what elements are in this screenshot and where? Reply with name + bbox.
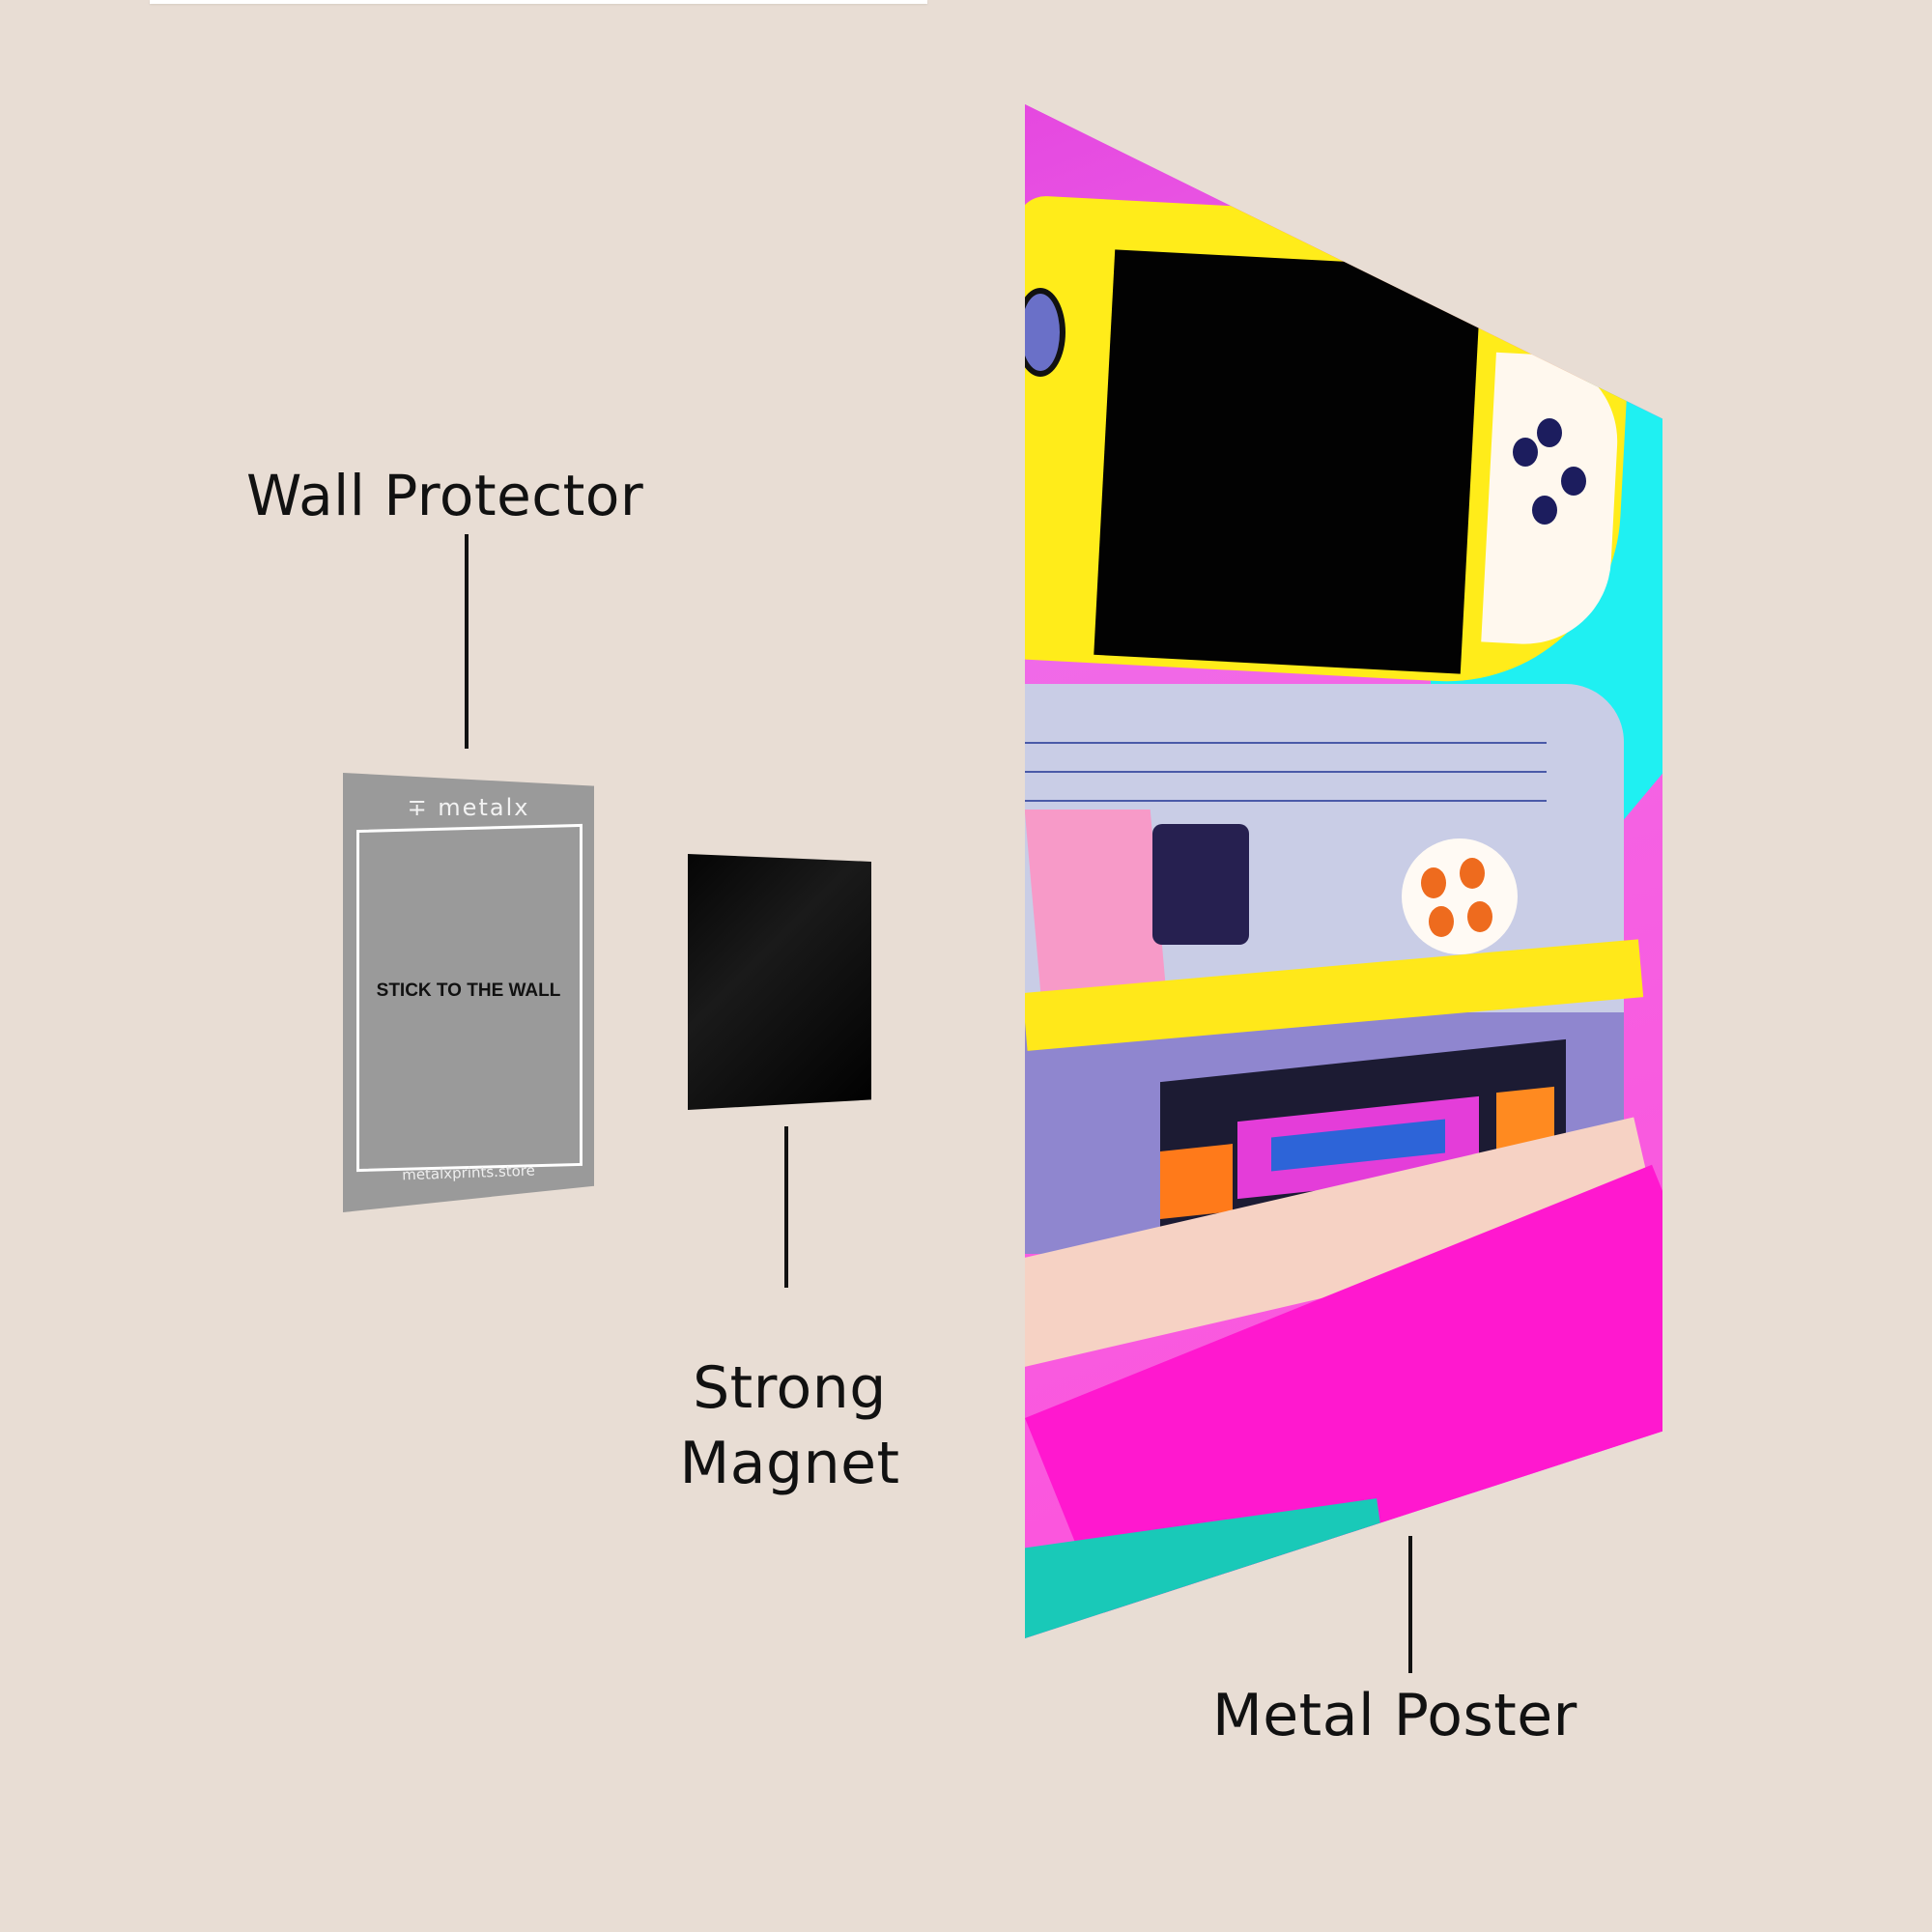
- face-button-icon: [1513, 438, 1538, 467]
- dark-vent-grille: [1152, 824, 1249, 945]
- orange-button-icon: [1467, 901, 1492, 932]
- metal-poster-leader-line: [1408, 1536, 1412, 1673]
- orange-button-icon: [1421, 867, 1446, 898]
- strong-magnet-leader-line: [784, 1126, 788, 1288]
- console-stripe: [1025, 800, 1547, 802]
- face-button-icon: [1532, 496, 1557, 525]
- metalx-logo: ∓ metalx: [407, 794, 530, 821]
- top-white-strip: [150, 0, 927, 4]
- handheld-screen: [1094, 249, 1482, 674]
- wall-protector-card: ∓ metalx STICK TO THE WALL metalxprints.…: [343, 773, 594, 1212]
- stick-to-wall-text: STICK TO THE WALL: [376, 980, 561, 1001]
- strong-magnet-label: Strong Magnet: [667, 1350, 913, 1501]
- console-stripe: [1025, 742, 1547, 744]
- orange-button-dial: [1402, 838, 1518, 954]
- strong-magnet-label-line2: Magnet: [679, 1430, 900, 1497]
- metal-poster-artwork: [1025, 104, 1662, 1638]
- wall-protector-leader-line: [465, 534, 469, 749]
- strong-magnet-label-line1: Strong: [693, 1354, 887, 1422]
- orange-button-icon: [1460, 858, 1485, 889]
- orange-latch-left: [1160, 1144, 1233, 1219]
- strong-magnet-plate: [688, 854, 871, 1110]
- face-button-icon: [1561, 467, 1586, 496]
- handheld-left-stick-icon: [1025, 288, 1065, 377]
- face-button-icon: [1537, 418, 1562, 447]
- pink-vent-panel: [1025, 810, 1167, 993]
- metal-poster-label: Metal Poster: [1212, 1682, 1577, 1749]
- wall-protector-label: Wall Protector: [246, 463, 644, 528]
- orange-button-icon: [1429, 906, 1454, 937]
- console-stripe: [1025, 771, 1547, 773]
